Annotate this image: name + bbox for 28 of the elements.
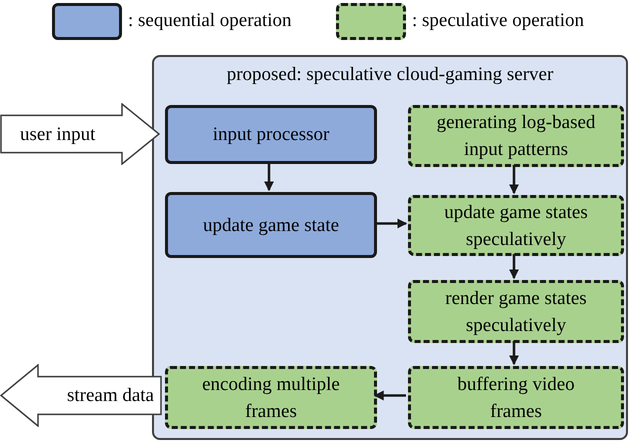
server-panel (152, 55, 628, 440)
block-arrow (0, 103, 160, 165)
arrow (264, 162, 274, 192)
sequential-process-box (165, 105, 377, 164)
speculative-process-box (165, 366, 377, 429)
node-label: input processor (212, 123, 330, 147)
node-label: update game state (202, 214, 340, 238)
node-label: render game states speculatively (444, 286, 588, 338)
node-label: update game states speculatively (443, 200, 589, 252)
block-arrow (0, 364, 162, 427)
speculative-process-box (408, 105, 624, 167)
arrow (509, 165, 519, 194)
arrow (509, 341, 519, 366)
node-label: generating log-based input patterns (436, 111, 596, 162)
sequential-process-box (165, 192, 377, 258)
arrow (375, 218, 408, 228)
speculative-process-box (408, 195, 624, 256)
speculative-process-box (408, 366, 624, 429)
arrow (374, 390, 406, 400)
node-label: buffering video frames (456, 372, 576, 424)
speculative-process-box (408, 280, 624, 343)
node-label: user input (20, 122, 96, 146)
legend-label: : sequential operation (128, 9, 292, 34)
node-label: stream data (66, 384, 154, 408)
node-label: encoding multiple frames (201, 372, 341, 424)
arrow (509, 254, 519, 280)
panel-title: proposed: speculative cloud-gaming server (226, 63, 554, 87)
legend-label: : speculative operation (412, 9, 584, 34)
